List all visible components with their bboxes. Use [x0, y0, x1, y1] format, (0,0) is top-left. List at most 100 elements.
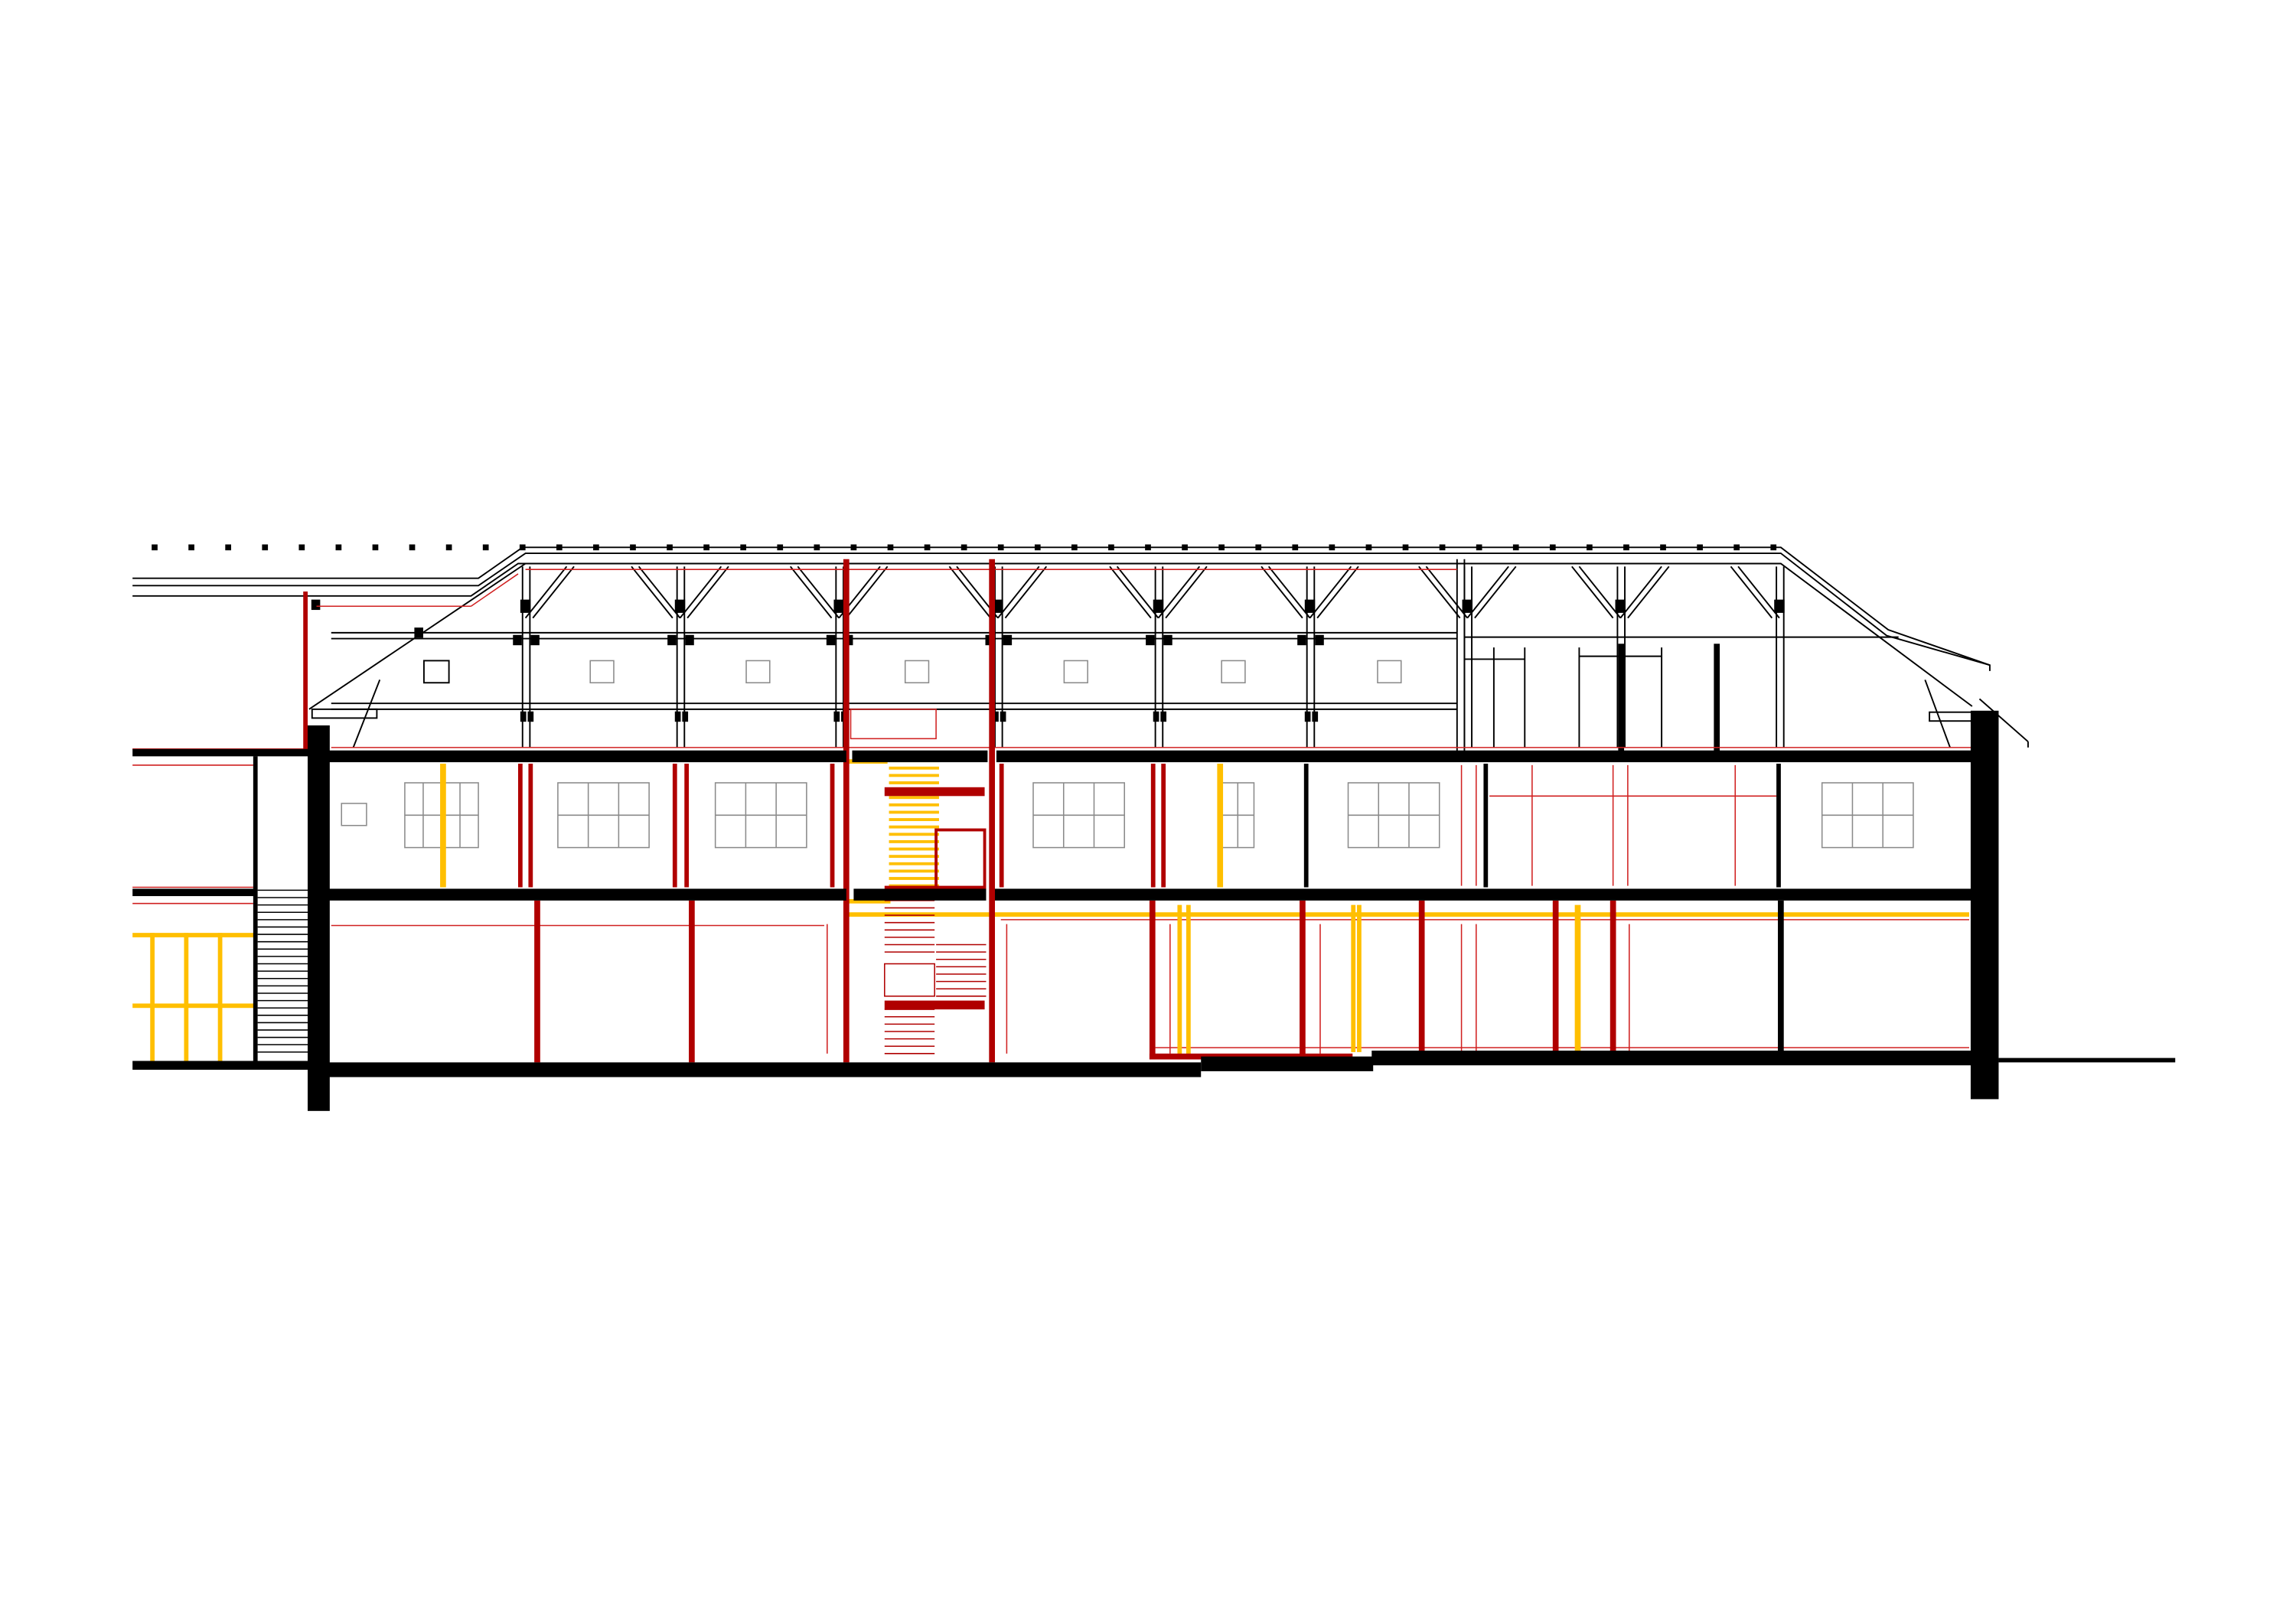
purlin-bracket	[1000, 711, 1006, 722]
truss-node	[1774, 599, 1785, 613]
truss-brace	[1571, 565, 1614, 619]
red-steel-column	[843, 559, 850, 1063]
red-steel-column	[303, 592, 308, 751]
roof-purlin	[1439, 544, 1446, 551]
truss-node	[674, 599, 686, 613]
structural-element	[308, 888, 846, 901]
truss-brace	[1109, 565, 1152, 619]
red-steel-column	[534, 900, 540, 1063]
beam-bracket	[826, 634, 836, 646]
yellow-column	[1351, 904, 1356, 1052]
red-steel-column	[517, 764, 523, 888]
yellow-stair-tread	[889, 869, 939, 873]
roof-purlin	[740, 544, 747, 551]
yellow-stair-tread	[889, 855, 939, 859]
structural-element	[1483, 764, 1489, 888]
yellow-stair-tread	[889, 774, 939, 777]
red-steel-column	[1300, 900, 1306, 1055]
truss-brace	[1157, 565, 1201, 619]
red-steel-column	[528, 764, 533, 888]
attic-skylight	[1063, 660, 1088, 684]
structural-element	[132, 1061, 309, 1070]
yellow-post	[217, 933, 223, 1063]
roof-purlin	[850, 544, 857, 551]
truss-brace	[631, 565, 673, 619]
roof-purlin	[445, 544, 452, 551]
roof-purlin	[152, 544, 158, 551]
truss-brace	[524, 565, 568, 619]
roof-purlin	[1697, 544, 1703, 551]
yellow-stair-tread	[889, 818, 939, 821]
truss-brace	[846, 565, 889, 619]
roof-purlin	[335, 544, 342, 551]
roof-purlin	[225, 544, 232, 551]
roof-purlin	[1402, 544, 1409, 551]
truss-brace	[1737, 565, 1780, 619]
truss-brace	[1267, 565, 1311, 619]
roof-purlin	[1255, 544, 1262, 551]
structural-element	[852, 750, 988, 763]
truss-brace	[1165, 565, 1208, 619]
attic-stair-box	[850, 709, 937, 740]
roof-purlin	[997, 544, 1004, 551]
yellow-stair-tread	[889, 796, 939, 800]
truss-brace	[1474, 565, 1517, 619]
small-window	[341, 803, 367, 826]
yellow-stair-tread	[889, 825, 939, 829]
truss-brace	[1627, 565, 1670, 619]
yellow-column	[1574, 904, 1581, 1052]
roof-purlin	[1660, 544, 1666, 551]
truss-brace	[1425, 565, 1469, 619]
structural-element	[853, 888, 987, 901]
truss-node	[520, 599, 531, 613]
truss-brace	[948, 565, 991, 619]
truss-node	[1615, 599, 1626, 613]
attic-skylight	[589, 660, 615, 684]
yellow-stair-tread	[889, 877, 939, 880]
roof-purlin	[482, 544, 489, 551]
roof-purlin	[188, 544, 194, 551]
roof-purlin	[262, 544, 269, 551]
red-steel-column	[684, 764, 690, 888]
beam-bracket	[1003, 634, 1013, 646]
red-steel-column	[1418, 900, 1425, 1055]
structural-element	[1371, 1050, 1972, 1066]
attic-post	[1618, 644, 1625, 754]
truss-brace	[1116, 565, 1159, 619]
roof-purlin	[1329, 544, 1336, 551]
roof-purlin	[703, 544, 709, 551]
red-landing	[884, 1000, 985, 1010]
yellow-rail	[132, 933, 256, 937]
beam-bracket	[1297, 634, 1306, 646]
structural-element	[1998, 1058, 2176, 1063]
truss-brace	[1466, 565, 1509, 619]
yellow-stair-tread	[889, 839, 939, 843]
left-eave-plate	[311, 708, 378, 719]
red-steel-column	[999, 764, 1004, 888]
staircase	[257, 889, 987, 1054]
roof-purlin	[960, 544, 967, 551]
roof-purlin	[519, 544, 526, 551]
left-strut	[352, 680, 381, 748]
yellow-column	[1186, 904, 1191, 1060]
roof-purlin	[1108, 544, 1114, 551]
truss-brace	[1578, 565, 1622, 619]
truss-brace	[1261, 565, 1303, 619]
structural-element	[995, 888, 1972, 901]
roof-eave-line	[1887, 634, 1991, 666]
roof-purlin	[1512, 544, 1519, 551]
floor-slabs-and-walls	[132, 710, 2176, 1111]
roof-purlin	[777, 544, 784, 551]
roof-purlin	[409, 544, 416, 551]
attic-skylight	[1377, 660, 1402, 684]
truss-brace	[1418, 565, 1461, 619]
roof-purlin	[1218, 544, 1225, 551]
roof-purlin	[593, 544, 599, 551]
roof-purlin	[630, 544, 636, 551]
roof-purlin	[1770, 544, 1777, 551]
structural-element	[996, 750, 1980, 763]
red-steel-column	[830, 764, 835, 888]
truss-brace	[997, 565, 1040, 619]
beam-bracket	[530, 634, 540, 646]
purlin-bracket	[1153, 711, 1159, 722]
